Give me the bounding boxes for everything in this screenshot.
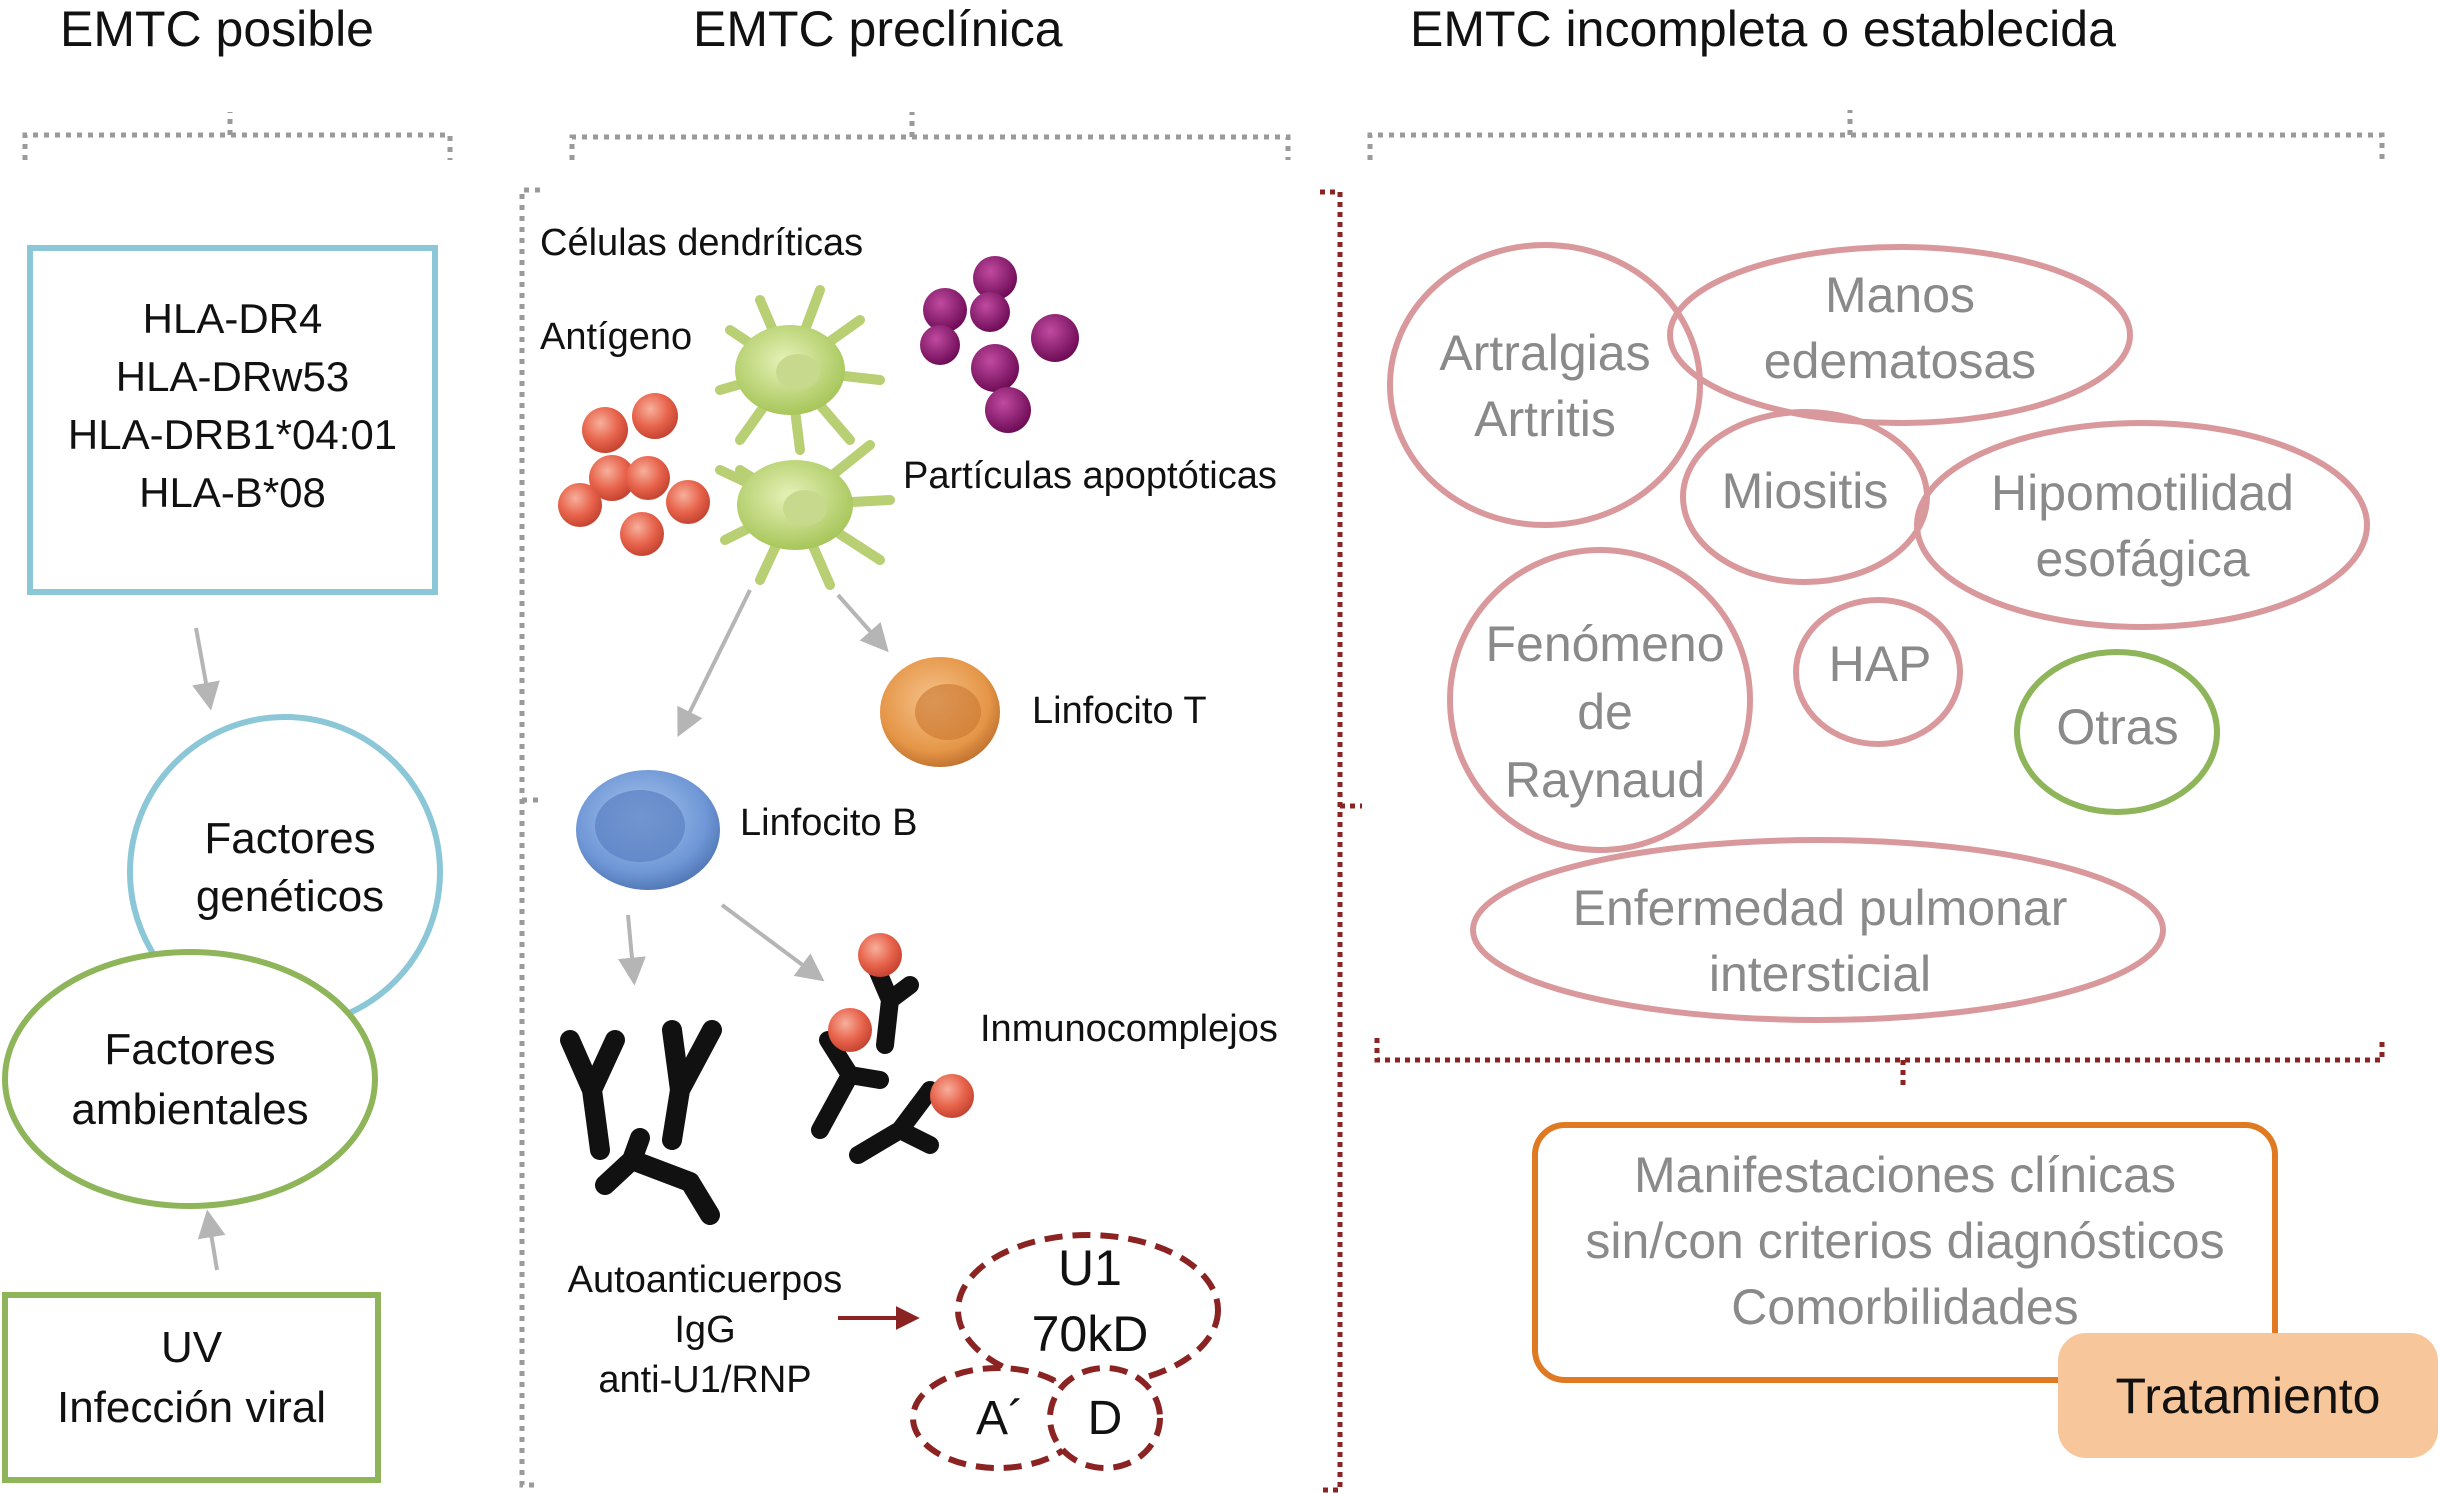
d-label: D: [1087, 1391, 1123, 1445]
bracket-manifestations: [1374, 1038, 2385, 1090]
environmental-label: Factores ambientales: [71, 1025, 309, 1134]
treatment-label: Tratamiento: [2115, 1367, 2381, 1424]
others-label: Otras: [2056, 699, 2179, 755]
manifestations-label: Manifestaciones clínicas sin/con criteri…: [1585, 1147, 2225, 1335]
b-cell-label: Linfocito B: [740, 802, 918, 844]
antigen-label: Antígeno: [540, 316, 693, 358]
genetic-label: Factores genéticos: [195, 814, 385, 921]
arrow-b-to-complexes: [720, 903, 825, 982]
hla-item: HLA-DR4: [142, 295, 323, 342]
arrow-triggers-to-environmental: [197, 1209, 226, 1271]
u1-ellipse: [955, 1232, 1221, 1388]
bracket-established-side: [1320, 189, 1362, 1493]
hap-ellipse: [1793, 597, 1963, 747]
header-preclinical: EMTC preclínica: [693, 1, 1063, 57]
hap-label: HAP: [1828, 636, 1932, 692]
others-ellipse: [2014, 649, 2220, 815]
raynaud-label: Fenómeno de Raynaud: [1485, 616, 1725, 808]
t-cell-icon: [880, 657, 1000, 767]
hla-item: HLA-DRw53: [115, 353, 350, 400]
dendritic-label: Células dendríticas: [540, 222, 864, 264]
immune-complexes-label: Inmunocomplejos: [980, 1008, 1278, 1050]
arrow-hla-to-genetic: [192, 627, 220, 711]
triggers-label: UV Infección viral: [56, 1323, 326, 1432]
u1-label: U1 70kD: [1031, 1240, 1149, 1362]
hla-item: HLA-DRB1*04:01: [67, 411, 398, 458]
arrow-dendritic-to-b: [677, 589, 752, 738]
header-possible: EMTC posible: [60, 1, 374, 57]
antibodies-icon: [560, 1020, 722, 1225]
esophageal-label: Hipomotilidad esofágica: [1991, 465, 2294, 587]
hla-list: HLA-DR4 HLA-DRw53 HLA-DRB1*04:01 HLA-B*0…: [30, 290, 435, 522]
b-cell-icon: [576, 770, 720, 890]
autoantibodies-label: Autoanticuerpos IgG anti-U1/RNP: [567, 1259, 843, 1401]
t-cell-label: Linfocito T: [1032, 690, 1207, 732]
esophageal-ellipse: [1914, 420, 2370, 630]
arrow-b-to-autoantibodies: [618, 914, 646, 986]
apoptotic-label: Partículas apoptóticas: [903, 455, 1277, 497]
bracket-preclinical: [569, 112, 1291, 160]
triggers-box: [2, 1292, 381, 1483]
header-established: EMTC incompleta o establecida: [1410, 1, 2116, 57]
arrow-dendritic-to-t: [836, 593, 889, 653]
hands-label: Manos edematosas: [1763, 267, 2037, 389]
ild-label: Enfermedad pulmonar intersticial: [1572, 880, 2068, 1002]
treatment-tab: [2058, 1333, 2438, 1458]
bracket-established: [1367, 110, 2385, 160]
hands-ellipse: [1667, 244, 2133, 426]
bracket-preclinical-side: [519, 187, 540, 1488]
apoptotic-particles-icon: [920, 256, 1079, 433]
environmental-ellipse: [2, 949, 378, 1209]
immune-complexes-icon: [811, 933, 974, 1164]
arthralgia-ellipse: [1387, 242, 1703, 528]
myositis-label: Miositis: [1721, 463, 1889, 519]
raynaud-ellipse: [1447, 547, 1753, 853]
ild-ellipse: [1470, 837, 2166, 1023]
hla-box: [27, 245, 438, 595]
bracket-possible: [22, 112, 453, 160]
hla-item: HLA-B*08: [139, 469, 326, 516]
antigen-icon: [558, 393, 710, 556]
manifestations-box: [1532, 1122, 2278, 1383]
d-ellipse: [1047, 1365, 1163, 1471]
arthralgia-label: Artralgias Artritis: [1439, 325, 1651, 447]
a-prime-label: A´: [976, 1391, 1024, 1445]
